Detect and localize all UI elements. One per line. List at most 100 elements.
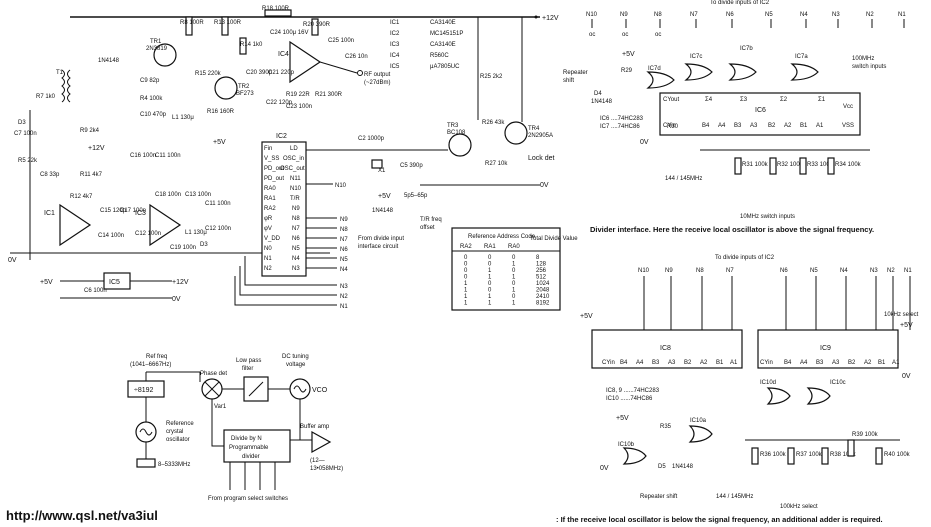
repeater-label-1: Repeater [563, 70, 588, 76]
ic9-pin-4: A3 [832, 360, 840, 366]
upper-pin-n7: N7 [690, 12, 698, 18]
ic6-pin-7: B1 [800, 123, 808, 129]
lower-supply-5v-r35: +5V [616, 415, 629, 422]
label-r10: C19 100n [170, 245, 196, 251]
ref-freq-range: (1041–6667Hz) [130, 362, 171, 368]
lower-pin-n8: N8 [696, 268, 704, 274]
ic2-pin-l7: φR [264, 216, 273, 222]
ref-table-cell: 0 [488, 262, 492, 268]
ref-table-h2: RA0 [508, 244, 520, 250]
upper-pin-n8: N8 [654, 12, 662, 18]
ic2-left-pins: Fin V_SS PD_out PD_out RA0 RA1 RA2 φR φV… [264, 146, 284, 272]
lock-det-label: Lock det [528, 155, 555, 162]
vco-label: VCO [312, 387, 328, 394]
xor-ic10a [688, 425, 713, 443]
ref-table-cell: 1 [512, 262, 516, 268]
label-c7: R12 4k7 [70, 194, 93, 200]
lower-pin-n5: N5 [810, 268, 818, 274]
switch-label-2: switch inputs [852, 64, 886, 70]
r32-label: R32 100k [777, 162, 804, 168]
upper-pin-n10: N10 [586, 12, 598, 18]
ref-table-cell: 0 [512, 255, 516, 261]
resistor-r14 [239, 37, 247, 55]
xor-ic10c [806, 387, 831, 405]
ref-table-cell: 256 [536, 268, 547, 274]
label-c2: R7 1k0 [36, 94, 56, 100]
ref-table-cell: 0 [464, 268, 468, 274]
ref-table-cell: 8 [536, 255, 540, 261]
offset-label: offset [420, 225, 435, 231]
khz-select-label: 10kHz select [884, 312, 919, 318]
ic6-pin-6: A2 [784, 123, 792, 129]
ic8-pin-2: A4 [636, 360, 644, 366]
ic2-pin-r0: LD [290, 146, 298, 152]
ref-table-cell: 2410 [536, 294, 550, 300]
d4-label: D4 [594, 91, 602, 97]
t1-primary [61, 69, 65, 103]
label-l1: L1 130μ [172, 115, 194, 121]
ic-list-part-0: CA3140E [430, 20, 456, 26]
r39-label: R39 100k [852, 432, 879, 438]
xor-ic7a [790, 63, 819, 81]
label-c14: C11 100n [155, 153, 181, 159]
lower-supply-5v-left: +5V [580, 313, 593, 320]
ref-table-cell: 2048 [536, 288, 550, 294]
out-freq-2: 13•058MHz) [310, 466, 343, 472]
divide-n-l3: divider [242, 454, 260, 460]
ic2-pin-l0: Fin [264, 146, 272, 152]
n-input-arrows: N10 N9 N8 N7 N6 N5 N4 N3 N2 N1 [335, 183, 348, 310]
label-r20: R20 390R [303, 22, 331, 28]
label-c17: L1 130μ [185, 230, 207, 236]
ref-table-cell: 1 [488, 275, 492, 281]
ic2-pin-l9: V_DD [264, 236, 281, 242]
ref-table-h3: Total Divide Value [530, 236, 578, 242]
ic6-pin-vcc: Vcc [843, 104, 853, 110]
ic2-pin-l6: RA2 [264, 206, 276, 212]
upper-pin-n6: N6 [726, 12, 734, 18]
r40-label: R40 100k [884, 452, 911, 458]
div8192-label: ÷8192 [134, 387, 154, 394]
ic2-pin-l4: RA0 [264, 186, 276, 192]
ref-table-cell: 0 [512, 294, 516, 300]
label-r1: C7 100n [14, 131, 37, 137]
divide-by-n-block [223, 429, 291, 463]
ic-list-ref-1: IC2 [390, 31, 400, 37]
ic2-pin-l1: V_SS [264, 156, 279, 162]
tr3-transistor [448, 133, 472, 157]
ref-table-h0: RA2 [460, 244, 472, 250]
ic8-pin-5: B2 [684, 360, 692, 366]
ic7-part-label: IC7 ....74HC86 [600, 124, 640, 130]
supply-12v-lower: +12V [88, 145, 105, 152]
ref-table-cell: 8192 [536, 301, 550, 307]
label-r18: R18 100R [262, 6, 290, 12]
ic2-pin-l12: N2 [264, 266, 272, 272]
label-r5: C15 120p [100, 208, 127, 214]
tr2-transistor [214, 76, 238, 100]
label-c26: C26 10n [345, 54, 368, 60]
resistor-r13 [221, 16, 229, 36]
r38-label: R38 100k [830, 452, 857, 458]
ic9-label: IC9 [820, 345, 831, 352]
supply-12v-label: +12V [542, 15, 559, 22]
low-pass-label: Low pass [236, 358, 261, 364]
xor-ic10b [622, 447, 647, 465]
ic-list-ref-4: IC5 [390, 64, 400, 70]
upper-title: To divide inputs of IC2 [710, 0, 770, 6]
zero-v-rail-label: 0V [8, 257, 17, 264]
ic2-pin-r6: N9 [292, 206, 300, 212]
x1-label: X1 [378, 168, 386, 174]
ref-table-cell: 0 [512, 268, 516, 274]
upper-freq-label: 144 / 145MHz [665, 176, 702, 182]
ref-table-cell: 0 [464, 275, 468, 281]
n-arrow-1: N1 [340, 304, 348, 310]
ic2-pin-l3: PD_out [264, 176, 284, 182]
label-c8: C14 100n [98, 233, 124, 239]
ic8-pin-0: CYin [602, 360, 615, 366]
ic5-in-label: +5V [40, 279, 53, 286]
label-r11: C11 100n [205, 201, 231, 207]
xor-ic7d [646, 71, 675, 89]
lower-pin-n3: N3 [870, 268, 878, 274]
